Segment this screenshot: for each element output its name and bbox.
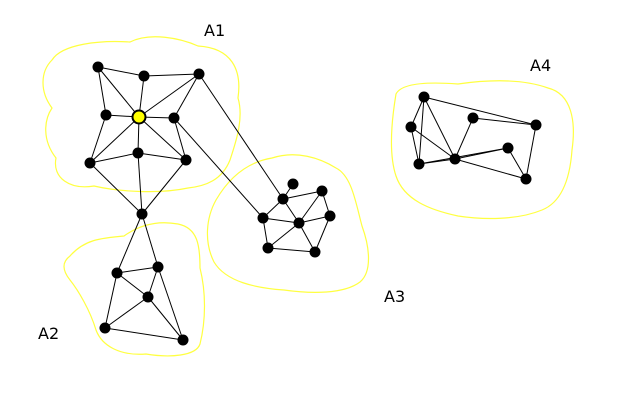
node-a1-3[interactable] [193,68,205,80]
node-a4-3[interactable] [530,119,542,131]
label-a2: A2 [38,324,59,343]
edge-n12-n15 [157,266,184,341]
node-a1-2[interactable] [138,70,150,82]
edge-n3-n4 [138,73,200,118]
edge-n29-n31 [454,158,527,180]
edge-n10-n12 [141,213,159,268]
edge-n8-n9 [137,152,187,161]
edge-n22-n23 [267,247,316,253]
node-a3-3[interactable] [316,185,328,197]
edge-n20-n23 [298,222,316,253]
node-a4-4[interactable] [467,112,479,124]
label-a3: A3 [384,287,405,306]
region-a1-outline [42,36,241,193]
edge-n24-n29 [423,96,456,160]
node-a3-1[interactable] [287,178,299,190]
edge-n8-n10 [137,152,143,215]
node-a1-7[interactable] [84,157,96,169]
edge-n10-n11 [116,213,143,274]
edge-n27-n29 [454,117,474,160]
edge-n3-n6 [173,73,200,119]
edge-n1-n4 [97,66,140,118]
edge-n26-n31 [525,124,537,180]
edge-n14-n15 [104,327,184,341]
edge-n11-n13 [116,272,149,298]
node-a2-5[interactable] [177,334,189,346]
edge-n24-n26 [423,96,537,126]
node-a4-8[interactable] [520,173,532,185]
node-a3-8[interactable] [309,246,321,258]
node-a1-9[interactable] [180,154,192,166]
edge-n4-n7 [89,116,140,164]
edge-n17-n18 [282,190,323,200]
edge-n25-n28 [410,126,420,165]
edge-n13-n15 [147,296,184,341]
edge-n5-n7 [89,114,107,164]
edge-n30-n31 [507,147,527,180]
edge-n4-n9 [138,116,187,161]
node-a2-2[interactable] [152,261,164,273]
edge-n18-n20 [298,190,323,224]
node-a2-1[interactable] [111,267,123,279]
edge-n1-n2 [97,66,145,77]
edge-n20-n22 [267,222,300,249]
node-bridge[interactable] [136,208,148,220]
node-a4-2[interactable] [405,121,417,133]
node-a2-4[interactable] [99,322,111,334]
edge-n13-n14 [104,296,149,329]
node-a2-3[interactable] [142,291,154,303]
region-a4-outline [390,80,574,220]
edge-n2-n3 [143,73,200,77]
edge-n3-n17 [198,73,284,200]
edge-n24-n28 [418,96,425,165]
node-a1-highlighted[interactable] [131,109,147,125]
edge-n11-n14 [104,272,118,329]
node-a3-5[interactable] [293,217,305,229]
label-a1: A1 [204,21,225,40]
node-a4-7[interactable] [502,142,514,154]
edge-n26-n27 [472,117,537,126]
edge-n7-n10 [89,162,143,215]
edge-group [89,66,537,341]
edge-n25-n29 [410,126,456,160]
edge-n7-n8 [89,152,139,164]
node-a3-6[interactable] [324,210,336,222]
node-group [84,61,542,346]
region-a3-outline [206,154,370,293]
node-a3-7[interactable] [262,242,274,254]
node-a3-2[interactable] [277,193,289,205]
node-a1-1[interactable] [92,61,104,73]
edge-n21-n23 [314,215,331,253]
node-a4-1[interactable] [418,91,430,103]
node-a3-4[interactable] [257,212,269,224]
edge-n9-n10 [141,159,187,215]
node-a1-8[interactable] [132,147,144,159]
node-a4-6[interactable] [449,153,461,165]
edge-n11-n12 [116,266,159,274]
edge-n1-n5 [97,66,107,116]
node-a1-6[interactable] [168,112,180,124]
region-a2-outline [63,222,206,357]
node-a1-5[interactable] [100,109,112,121]
label-a4: A4 [530,56,551,75]
node-a4-5[interactable] [413,158,425,170]
edge-n6-n9 [173,117,187,161]
edge-n6-n19 [173,117,264,219]
edge-n19-n20 [262,217,300,224]
edge-n29-n30 [454,147,509,160]
